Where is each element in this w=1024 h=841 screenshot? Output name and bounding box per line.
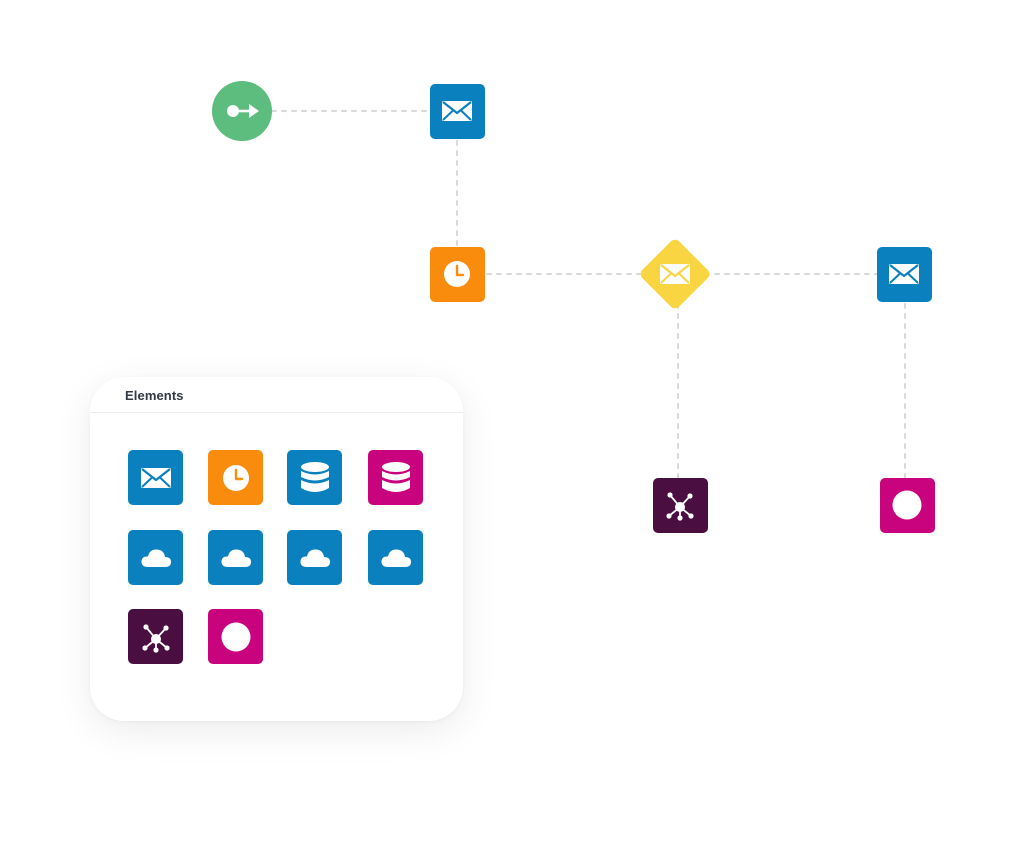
- flow-node-start[interactable]: [212, 81, 272, 141]
- cloud-icon: [380, 547, 412, 569]
- palette-item-network-hub[interactable]: [128, 609, 183, 664]
- palette-item-database[interactable]: [368, 450, 423, 505]
- clock-icon: [221, 463, 251, 493]
- panel-title: Elements: [125, 388, 184, 403]
- palette-item-envelope[interactable]: [128, 450, 183, 505]
- palette-item-cloud[interactable]: [208, 530, 263, 585]
- database-icon: [380, 461, 412, 495]
- palette-item-database[interactable]: [287, 450, 342, 505]
- flow-node-email-1[interactable]: [429, 83, 485, 139]
- cloud-icon: [299, 547, 331, 569]
- flow-node-email-2[interactable]: [876, 246, 932, 302]
- palette-item-circle-end[interactable]: [208, 609, 263, 664]
- elements-panel: Elements: [90, 377, 463, 721]
- flow-node-email-decision[interactable]: [638, 237, 712, 311]
- cloud-icon: [140, 547, 172, 569]
- palette-item-cloud[interactable]: [368, 530, 423, 585]
- envelope-icon: [140, 467, 172, 489]
- start-arrow-icon: [225, 101, 261, 121]
- flow-node-hub[interactable]: [652, 477, 708, 533]
- envelope-icon: [659, 263, 691, 285]
- palette-item-cloud[interactable]: [287, 530, 342, 585]
- clock-icon: [442, 259, 472, 289]
- envelope-icon: [888, 263, 920, 285]
- palette-item-clock[interactable]: [208, 450, 263, 505]
- flow-node-end[interactable]: [879, 477, 935, 533]
- circle-end-icon: [891, 489, 923, 521]
- cloud-icon: [220, 547, 252, 569]
- circle-end-icon: [220, 621, 252, 653]
- network-hub-icon: [663, 488, 697, 522]
- database-icon: [299, 461, 331, 495]
- network-hub-icon: [139, 620, 173, 654]
- palette-item-cloud[interactable]: [128, 530, 183, 585]
- flow-node-wait[interactable]: [429, 246, 485, 302]
- panel-header: Elements: [90, 377, 463, 413]
- envelope-icon: [441, 100, 473, 122]
